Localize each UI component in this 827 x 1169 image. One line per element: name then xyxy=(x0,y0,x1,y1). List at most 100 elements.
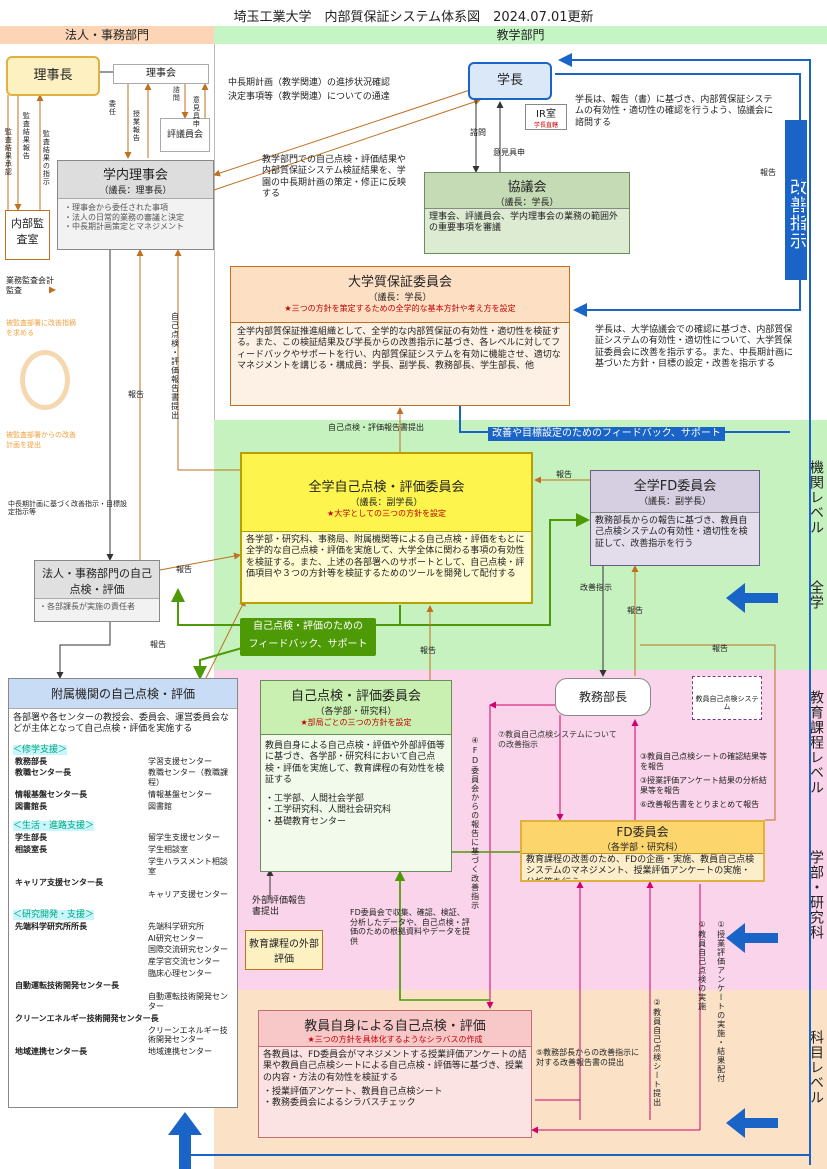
level-label-subject: 科目レベル xyxy=(808,1030,824,1105)
teacher-self-title: 教員自身による自己点検・評価 xyxy=(304,1019,486,1034)
feedback-green-line-1: 自己点検・評価のための xyxy=(253,621,363,632)
report-label-b: 報告 xyxy=(176,565,192,574)
table-row: 教職センター長教職センター（教職課程） xyxy=(15,768,228,787)
report-label-d: 報告 xyxy=(760,168,776,177)
faculty-self-eval-policy: ★部局ごとの三つの方針を設定 xyxy=(300,718,412,727)
board-label: 理事会 xyxy=(146,68,176,79)
trustee-exec-item: ・理事会から委任された事項 xyxy=(64,203,168,212)
affiliated-box[interactable]: 附属機関の自己点検・評価 各部署や各センターの教授会、委員会、運営委員会などが主… xyxy=(8,678,238,1108)
level-label-program-sub: 学部・研究科 xyxy=(808,850,824,940)
step3a-label: ③教員自己点検シートの確認結果等を報告 xyxy=(640,752,768,771)
report-label-g: 報告 xyxy=(712,644,728,653)
legend-label: 教員自己点検システム xyxy=(695,695,759,712)
fd-all-header: 全学FD委員会 （議長：副学長） xyxy=(591,471,759,513)
table-row: 産学官交流センター xyxy=(148,957,220,966)
external-label: 外部評価報告書提出 xyxy=(252,896,307,918)
president-box[interactable]: 学長 xyxy=(468,62,552,100)
step7-label: ⑦教員自己点検システムについての改善指示 xyxy=(498,730,617,749)
midterm-instruct-label: 中長期計画に基づく改善指示・目標設定指示等 xyxy=(8,500,127,517)
audit-box[interactable]: 内部監査室 xyxy=(5,210,50,260)
ir-sub: 学長直轄 xyxy=(533,122,558,129)
fd-faculty-title: FD委員会 xyxy=(616,825,669,839)
faculty-item: ・工学研究科、人間社会研究科 xyxy=(265,805,392,816)
trustee-exec-item: ・中長期計画策定とマネジメント xyxy=(64,222,184,232)
chairman-box[interactable]: 理事長 xyxy=(6,56,100,96)
trustee-exec-title: 学内理事会 xyxy=(102,168,168,183)
step2-label: ②教員自己点検シート提出 xyxy=(652,998,662,1107)
audit-cycle-text-1: 被監査部署に改善指摘を求める xyxy=(6,319,76,337)
shimon2-label: 諮問 xyxy=(470,128,486,137)
step4-label: ④FD委員会からの報告に基づく改善指示 xyxy=(470,736,480,910)
kyogikai-box[interactable]: 協議会 （議長：学長） 理事会、評議員会、学内理事会の業務の範囲外の重要事項を審… xyxy=(424,172,630,254)
qa-committee-box[interactable]: 大学質保証委員会 （議長：学長） ★三つの方針を策定するための全学的な基本方針や… xyxy=(230,266,570,406)
self-eval-all-header: 全学自己点検・評価委員会 （議長：副学長） ★大学としての三つの方針を設定 xyxy=(242,454,531,532)
table-row: 学生ハラスメント相談室 xyxy=(148,856,228,876)
kyogikai-title: 協議会 xyxy=(507,180,547,195)
faculty-self-eval-box[interactable]: 自己点検・評価委員会 （各学部・研究科） ★部局ごとの三つの方針を設定 教員自身… xyxy=(260,680,452,872)
table-row: 国際交流研究センター xyxy=(148,945,228,955)
fd-data-label: FD委員会で収集、確認、検証、分析したデータや、自己点検・評価のための根拠資料や… xyxy=(350,908,470,946)
teacher-self-items: ・授業評価アンケート、教員自己点検シート ・教務委員会によるシラバスチェック xyxy=(259,1087,531,1110)
external-box[interactable]: 教育課程の外部評価 xyxy=(245,930,323,970)
councilors-label: 評議員会 xyxy=(166,130,203,140)
table-row: キャリア支援センター xyxy=(148,890,228,899)
fd-all-box[interactable]: 全学FD委員会 （議長：副学長） 教務部長からの報告に基づき、教員自己点検システ… xyxy=(590,470,760,566)
section-table: 学生部長留学生支援センター 相談室長学生相談室 学生ハラスメント相談室 キャリア… xyxy=(13,831,233,902)
feedback-blue-label: 改善や目標設定のためのフィードバック、サポート xyxy=(488,427,725,441)
teacher-self-body: 各教員は、FD委員会がマネジメントする授業評価アンケートの結果や教員自己点検シー… xyxy=(263,1050,527,1083)
teacher-self-box[interactable]: 教員自身による自己点検・評価 ★三つの方針を具体化するようなシラバスの作成 各教… xyxy=(258,1010,532,1138)
iken-gushin-label: 意見具申 xyxy=(192,96,201,128)
section-table: 先端科学研究所所長先端科学研究所 AI研究センター 国際交流研究センター 産学官… xyxy=(13,920,233,1059)
kyomu-box[interactable]: 教務部長 xyxy=(555,678,651,716)
section-heading: ＜研究開発・支援＞ xyxy=(13,909,95,920)
fd-all-body: 教務部長からの報告に基づき、教員自己点検システムの有効性・適切性を検証して、改善… xyxy=(595,516,748,549)
affiliated-section: ＜修学支援＞ 教務部長学習支援センター 教職センター長教職センター（教職課程） … xyxy=(13,742,233,814)
inin-label: 委任 xyxy=(108,100,117,116)
report-label-f: 報告 xyxy=(627,606,643,615)
table-row: 自動運転技術開発センター長 xyxy=(15,980,119,990)
audit-v2: 監査結果承認 xyxy=(4,128,13,176)
external-title: 教育課程の外部評価 xyxy=(249,939,319,965)
faculty-self-eval-chair: （各学部・研究科） xyxy=(315,707,397,717)
corp-self-eval-box[interactable]: 法人・事務部門の自己点検・評価 ・各部課長が実施の責任者 xyxy=(34,560,160,622)
ir-box[interactable]: IR室 学長直轄 xyxy=(525,104,567,130)
report-label-c: 報告 xyxy=(150,640,166,649)
audit-cycle-text-2: 被監査部署からの改善計画を提出 xyxy=(6,431,76,449)
trustee-exec-header: 学内理事会 （議長：理事長） xyxy=(58,161,213,199)
ir-label: IR室 xyxy=(536,109,556,120)
jutaku-hokoku-label: 授業報告 xyxy=(132,110,141,142)
section-heading: ＜修学支援＞ xyxy=(13,744,68,755)
self-eval-all-box[interactable]: 全学自己点検・評価委員会 （議長：副学長） ★大学としての三つの方針を設定 各学… xyxy=(240,452,533,604)
fd-faculty-box[interactable]: FD委員会 （各学部・研究科） 教育課程の改善のため、FDの企画・実施、教員自己… xyxy=(520,820,765,882)
report-submit-label: 自己点検・評価報告書提出 xyxy=(328,423,424,432)
step5-label: ⑤教務部長からの改善指示に対する改善報告書の提出 xyxy=(536,1048,640,1067)
report-label-e: 報告 xyxy=(556,470,572,479)
audit-v1: 監査結果報告 xyxy=(22,112,31,160)
midterm-confirm-label: 中長期計画（教学関連）の進捗状況確認 xyxy=(228,78,391,88)
chairman-label: 理事長 xyxy=(33,68,73,83)
step1b-label: ①授業評価アンケートの実施・結果配付 xyxy=(716,920,726,1083)
step3b-label: ③授業評価アンケート結果の分析結果等を報告 xyxy=(640,776,767,795)
table-row: 自動運転技術開発センター xyxy=(148,992,228,1011)
table-row: 図書館長図書館 xyxy=(15,801,172,811)
faculty-self-eval-title: 自己点検・評価委員会 xyxy=(290,689,421,704)
level-label-program: 教育課程レベル xyxy=(808,690,824,795)
board-box[interactable]: 理事会 xyxy=(113,64,209,84)
qa-title: 大学質保証委員会 xyxy=(347,275,452,290)
qa-body: 全学内部質保証推進組織として、全学的な内部質保証の有効性・適切性を検証する。また… xyxy=(237,327,561,371)
president-label: 学長 xyxy=(496,73,523,88)
faculty-item: ・工学部、人間社会学部 xyxy=(265,794,365,804)
trustee-exec-box[interactable]: 学内理事会 （議長：理事長） ・理事会から委任された事項 ・法人の日常的業務の審… xyxy=(57,160,214,250)
teacher-item: ・授業評価アンケート、教員自己点検シート xyxy=(263,1086,443,1097)
faculty-self-eval-header: 自己点検・評価委員会 （各学部・研究科） ★部局ごとの三つの方針を設定 xyxy=(261,681,451,735)
affiliated-title: 附属機関の自己点検・評価 xyxy=(9,679,237,709)
faculty-self-eval-items: ・工学部、人間社会学部 ・工学研究科、人間社会研究科 ・基礎教育センター xyxy=(261,792,451,830)
councilors-box[interactable]: 評議員会 xyxy=(160,118,210,152)
table-row: キャリア支援センター長 xyxy=(15,878,103,888)
qa-policy: ★三つの方針を策定するための全学的な基本方針や考え方を設定 xyxy=(284,304,516,313)
section-table: 教務部長学習支援センター 教職センター長教職センター（教職課程） 情報基盤センタ… xyxy=(13,755,233,814)
president-request-label: 学長は、報告（書）に基づき、内部質保証システムの有効性・適切性の確認を行うよう、… xyxy=(575,95,774,128)
self-eval-all-title: 全学自己点検・評価委員会 xyxy=(308,480,465,495)
trustee-exec-items: ・理事会から委任された事項 ・法人の日常的業務の審議と決定 ・中長期計画策定とマ… xyxy=(58,199,213,236)
